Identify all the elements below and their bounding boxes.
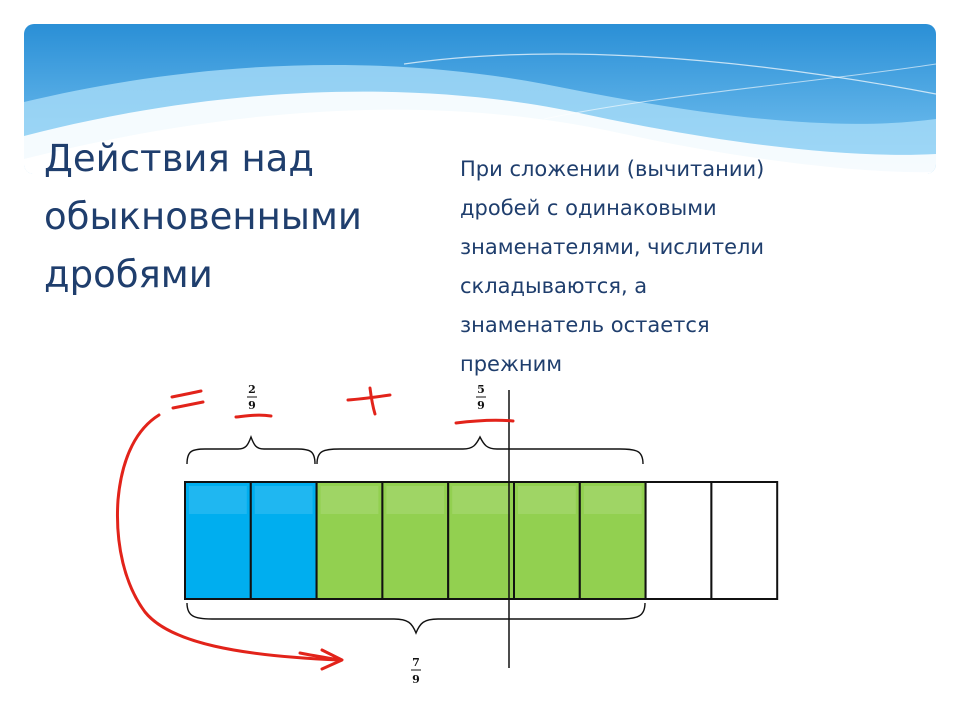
cell-highlight bbox=[320, 486, 379, 514]
fraction-cell-green bbox=[513, 481, 581, 600]
svg-text:7: 7 bbox=[412, 656, 420, 669]
cell-highlight bbox=[583, 486, 642, 514]
handwritten-plus-sign bbox=[346, 386, 392, 416]
fraction-label-green: 5 9 bbox=[476, 383, 486, 412]
brace-total-parts bbox=[186, 602, 646, 635]
fraction-bar bbox=[184, 481, 779, 600]
svg-text:9: 9 bbox=[412, 673, 420, 686]
cell-highlight bbox=[518, 486, 576, 514]
fraction-cell-blue bbox=[249, 481, 318, 600]
brace-green-parts bbox=[316, 435, 644, 465]
svg-text:9: 9 bbox=[248, 399, 256, 412]
handwritten-minus-under-green bbox=[454, 418, 515, 425]
cell-highlight bbox=[452, 486, 510, 514]
addition-rule-text: При сложении (вычитании) дробей с одинак… bbox=[460, 157, 765, 376]
cell-highlight bbox=[386, 486, 445, 514]
header-wave-banner bbox=[24, 24, 936, 174]
fraction-cell-green bbox=[578, 481, 647, 600]
fraction-label-total: 7 9 bbox=[411, 656, 421, 686]
svg-text:5: 5 bbox=[477, 383, 485, 396]
arrow-head bbox=[298, 648, 344, 671]
handwritten-equals-sign bbox=[170, 389, 205, 410]
fraction-label-blue: 2 9 bbox=[247, 383, 257, 412]
svg-text:2: 2 bbox=[248, 383, 256, 396]
cell-highlight bbox=[189, 486, 247, 514]
handwritten-annotations bbox=[116, 386, 515, 671]
handwritten-minus-under-blue bbox=[234, 413, 273, 419]
handwritten-curved-arrow bbox=[116, 413, 342, 662]
brace-blue-parts bbox=[186, 435, 316, 465]
svg-text:9: 9 bbox=[477, 399, 485, 412]
fraction-cell-blue bbox=[184, 481, 252, 600]
cell-highlight bbox=[254, 486, 313, 514]
fraction-cell-empty bbox=[710, 481, 779, 600]
slide-title: Действия над обыкновенными дробями bbox=[44, 137, 362, 296]
fraction-cell-empty bbox=[644, 481, 713, 600]
